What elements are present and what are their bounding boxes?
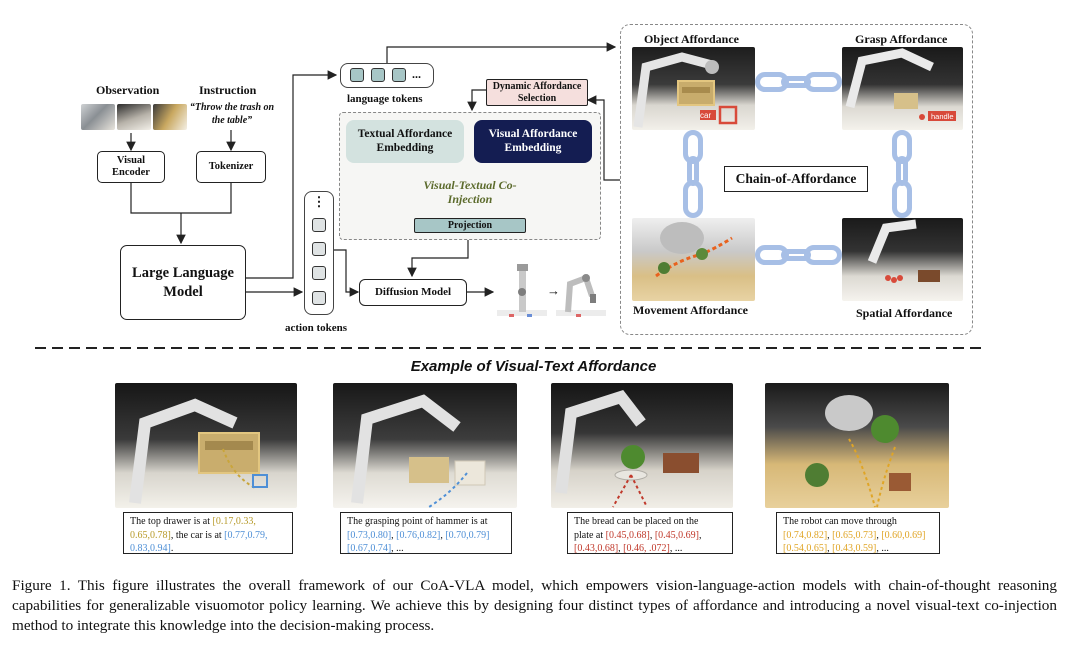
action-token bbox=[312, 291, 326, 305]
spatial-affordance-title: Spatial Affordance bbox=[856, 306, 953, 320]
point-value: [0.45,0.68] bbox=[605, 529, 650, 541]
bbox-value: 0.83,0.94] bbox=[130, 543, 171, 554]
observation-frame-2 bbox=[117, 104, 151, 130]
example-image-1 bbox=[115, 383, 297, 508]
point-value: [0.65,0.73] bbox=[832, 529, 877, 541]
object-affordance-title: Object Affordance bbox=[644, 32, 739, 46]
point-value: [0.74,0.82] bbox=[783, 529, 828, 541]
bbox-value: [0.17,0.33, bbox=[212, 516, 256, 527]
movement-affordance-title: Movement Affordance bbox=[633, 303, 748, 317]
example-image-4 bbox=[765, 383, 949, 508]
language-token bbox=[350, 68, 364, 82]
instruction-text: “Throw the trash on the table” bbox=[189, 102, 275, 126]
language-tokens-label: language tokens bbox=[347, 93, 423, 105]
example-text: The bread can be placed on the bbox=[574, 516, 699, 527]
example-text: The grasping point of hammer is at bbox=[347, 516, 488, 527]
action-token-ellipsis: ⋮ bbox=[312, 194, 326, 209]
chain-of-affordance-label: Chain-of-Affordance bbox=[724, 166, 868, 192]
grasp-affordance-title: Grasp Affordance bbox=[855, 32, 948, 46]
handle-tag: handle bbox=[931, 112, 954, 121]
point-value: [0.70,0.79] bbox=[445, 529, 490, 541]
example-image-3 bbox=[551, 383, 733, 508]
tokenizer-box: Tokenizer bbox=[196, 151, 266, 183]
chain-link-top bbox=[804, 72, 842, 92]
spatial-affordance-image bbox=[842, 218, 963, 301]
example-text: , ... bbox=[876, 543, 889, 554]
visual-encoder-box: Visual Encoder bbox=[97, 151, 165, 183]
movement-affordance-image bbox=[632, 218, 755, 301]
observation-frame-3 bbox=[153, 104, 187, 130]
observation-frame-1 bbox=[81, 104, 115, 130]
example-image-2 bbox=[333, 383, 517, 508]
bbox-value: 0.65,0.78] bbox=[130, 529, 171, 541]
point-value: [0.43,0.59] bbox=[832, 543, 877, 554]
point-value: [0.43,0.68] bbox=[574, 543, 619, 554]
language-token bbox=[371, 68, 385, 82]
example-text: . bbox=[170, 543, 174, 554]
llm-box: Large Language Model bbox=[120, 245, 246, 320]
example-text: , ... bbox=[669, 543, 683, 554]
coinjection-label: Visual-Textual Co-Injection bbox=[423, 178, 517, 207]
action-tokens-label: action tokens bbox=[285, 322, 348, 334]
action-token bbox=[312, 266, 326, 280]
example-text: , the car is at bbox=[170, 529, 225, 541]
output-arrow: → bbox=[547, 283, 560, 298]
bbox-value: [0.77,0.79, bbox=[224, 529, 268, 541]
observation-label: Observation bbox=[96, 83, 160, 97]
example-caption-2: The grasping point of hammer is at [0.73… bbox=[340, 512, 512, 554]
language-token bbox=[392, 68, 406, 82]
robot-pose-start-image bbox=[497, 262, 547, 320]
point-value: [0.76,0.82] bbox=[396, 529, 441, 541]
example-caption-4: The robot can move through [0.74,0.82] , … bbox=[776, 512, 940, 554]
language-token-ellipsis: ... bbox=[412, 67, 421, 81]
projection-box: Projection bbox=[414, 218, 526, 233]
action-token bbox=[312, 218, 326, 232]
point-value: [0.54,0.65] bbox=[783, 543, 828, 554]
figure-caption: Figure 1. This figure illustrates the ov… bbox=[12, 577, 1057, 634]
car-tag: car bbox=[700, 111, 712, 120]
point-value: [0.67,0.74] bbox=[347, 543, 392, 554]
example-text: , ... bbox=[391, 543, 404, 554]
robot-pose-end-image bbox=[556, 262, 606, 320]
example-caption-1: The top drawer is at [0.17,0.33, 0.65,0.… bbox=[123, 512, 293, 554]
dynamic-affordance-selection-box: Dynamic Affordance Selection bbox=[486, 79, 588, 106]
example-text: plate at bbox=[574, 529, 606, 541]
diffusion-model-box: Diffusion Model bbox=[359, 279, 467, 306]
object-affordance-image: car bbox=[632, 47, 755, 130]
point-value: [0.60,0.69] bbox=[881, 529, 926, 541]
point-value: [0.73,0.80] bbox=[347, 529, 392, 541]
textual-affordance-embedding: Textual Affordance Embedding bbox=[346, 120, 464, 163]
chain-of-affordance-panel bbox=[620, 24, 973, 335]
example-text: The robot can move through bbox=[783, 516, 897, 527]
point-value: [0.45,0.69] bbox=[654, 529, 699, 541]
chain-link-right bbox=[892, 180, 912, 218]
example-text: The top drawer is at bbox=[130, 516, 213, 527]
visual-affordance-embedding: Visual Affordance Embedding bbox=[474, 120, 592, 163]
grasp-affordance-image: handle bbox=[842, 47, 963, 130]
point-value: [0.46, .072] bbox=[623, 543, 670, 554]
instruction-label: Instruction bbox=[199, 83, 257, 97]
action-token bbox=[312, 242, 326, 256]
chain-link-bottom bbox=[804, 245, 842, 265]
example-caption-3: The bread can be placed on the plate at … bbox=[567, 512, 733, 554]
example-title: Example of Visual-Text Affordance bbox=[410, 358, 657, 375]
chain-link-left bbox=[683, 180, 703, 218]
